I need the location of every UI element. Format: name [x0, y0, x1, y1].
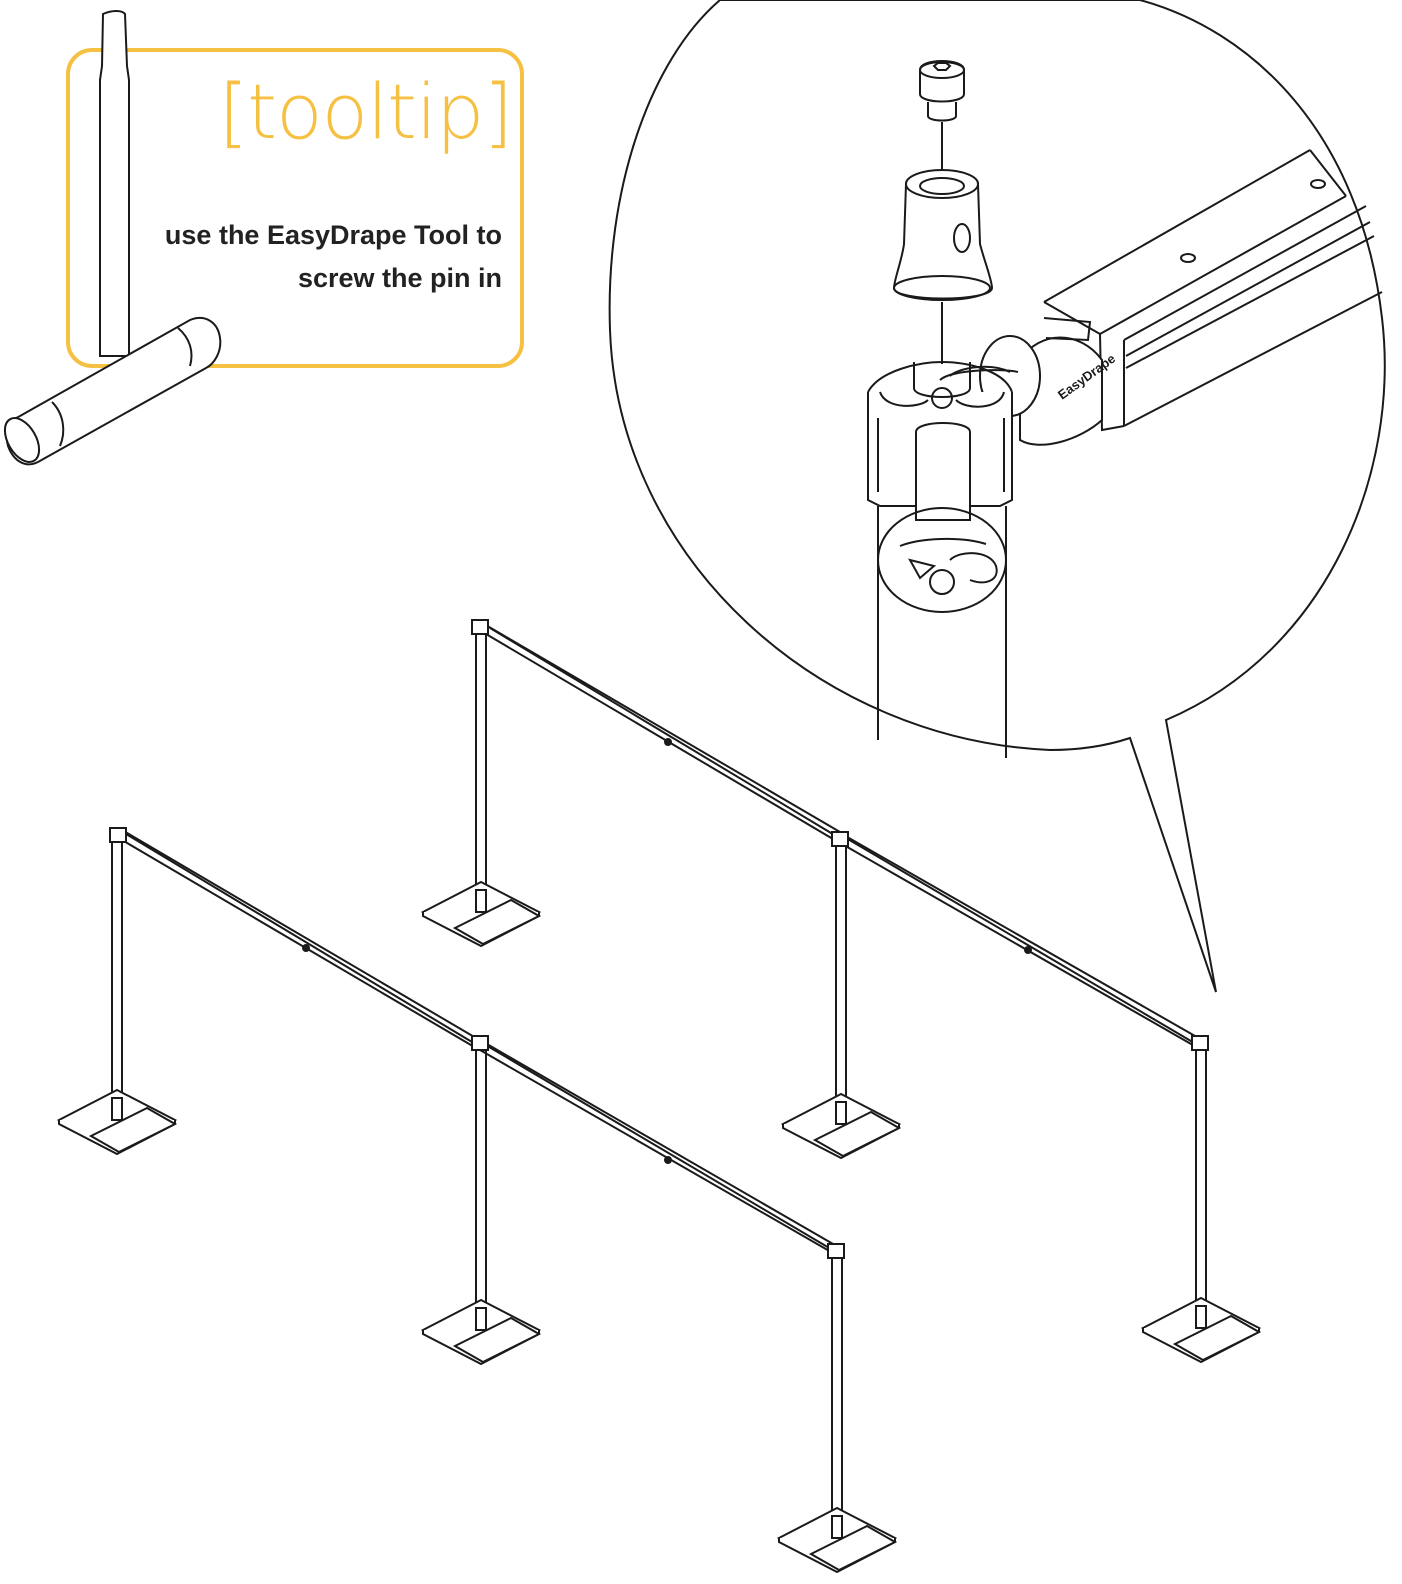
spigot-adapter	[892, 169, 994, 364]
base-plate-front-middle	[420, 1298, 542, 1366]
base-plate-back-right	[1140, 1296, 1262, 1364]
base-plate-back-middle	[780, 1092, 902, 1160]
cap-screw	[919, 60, 965, 176]
tooltip-line-2: screw the pin in	[297, 263, 502, 293]
easydrape-tool-icon	[3, 10, 222, 466]
base-plates	[56, 880, 1262, 1574]
base-plate-front-right	[776, 1506, 898, 1574]
upright-top-clamp	[867, 360, 1013, 521]
tooltip-instruction: use the EasyDrape Tool to screw the pin …	[140, 214, 502, 300]
tooltip-line-1: use the EasyDrape Tool to	[164, 220, 502, 250]
detail-parts: EasyDrape	[867, 60, 1383, 758]
base-plate-front-left	[56, 1088, 178, 1156]
upright-pole	[877, 506, 1007, 758]
base-plate-back-left	[420, 880, 542, 948]
tooltip-title: [tooltip]	[218, 67, 513, 156]
tooltip-box	[66, 48, 524, 368]
crossbar-arm	[1043, 149, 1383, 432]
back-frame	[471, 619, 1209, 1320]
front-frame	[109, 827, 845, 1530]
